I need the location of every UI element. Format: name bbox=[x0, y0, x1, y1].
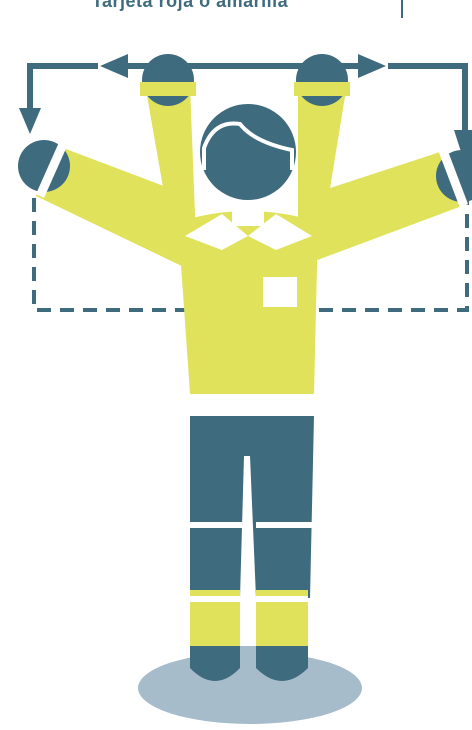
knee-stripe-right bbox=[256, 522, 312, 528]
figure bbox=[18, 54, 472, 681]
waist-stripe bbox=[190, 394, 314, 414]
arrow-left-top-icon bbox=[100, 54, 128, 78]
knee-stripe-left bbox=[188, 522, 242, 528]
arrow-down-left-icon bbox=[19, 108, 41, 134]
guide-right-solid bbox=[388, 66, 465, 132]
vest-pocket bbox=[263, 277, 297, 307]
guide-left-solid bbox=[30, 66, 98, 112]
arrow-right-top-icon bbox=[358, 54, 386, 78]
shoe-gap bbox=[240, 646, 256, 670]
head bbox=[200, 104, 296, 200]
right-hand-top bbox=[296, 54, 348, 106]
left-hand-top bbox=[142, 54, 194, 106]
leg-band-stripe-left bbox=[190, 596, 240, 602]
pants bbox=[190, 416, 314, 598]
leg-band-stripe-right bbox=[256, 596, 308, 602]
